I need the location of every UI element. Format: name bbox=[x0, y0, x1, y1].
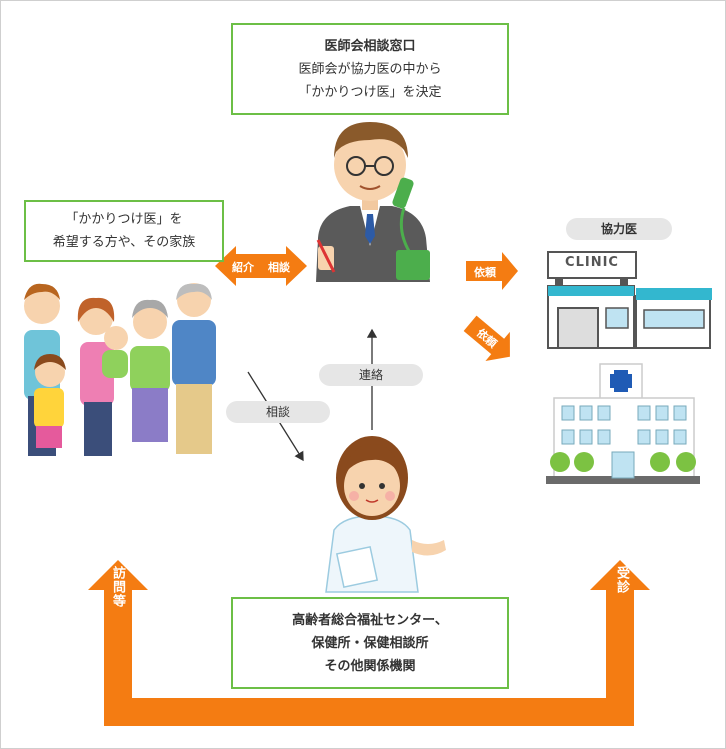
welfare-center-line2: 保健所・保健相談所 bbox=[311, 636, 429, 651]
medical-association-line1: 医師会が協力医の中から bbox=[298, 62, 442, 77]
renraku-pill: 連絡 bbox=[319, 364, 423, 386]
irai-label-1: 依頼 bbox=[474, 266, 496, 279]
double-arrow-shokai-sodan bbox=[215, 246, 307, 286]
welfare-center-line1: 高齢者総合福祉センター、 bbox=[292, 613, 448, 628]
doctor-illustration bbox=[316, 122, 430, 282]
medical-association-line2: 「かかりつけ医」を決定 bbox=[298, 85, 442, 100]
welfare-center-line3: その他関係機関 bbox=[324, 659, 416, 674]
sodan-arrow-label: 相談 bbox=[268, 261, 290, 274]
sodan-pill: 相談 bbox=[226, 401, 330, 423]
jushin-label: 受診 bbox=[614, 566, 629, 594]
u-arrow bbox=[88, 560, 650, 726]
homon-label: 訪問等 bbox=[110, 566, 125, 608]
family-illustration bbox=[24, 283, 216, 456]
arrow-irai-hospital bbox=[463, 315, 510, 361]
clinic-building bbox=[547, 251, 712, 349]
arrow-irai-clinic bbox=[466, 252, 518, 290]
family-box: 「かかりつけ医」を 希望する方や、その家族 bbox=[24, 200, 224, 262]
clinic-sign: CLINIC bbox=[565, 255, 619, 270]
medical-association-box: 医師会相談窓口 医師会が協力医の中から 「かかりつけ医」を決定 bbox=[231, 23, 509, 115]
family-box-line2: 希望する方や、その家族 bbox=[52, 235, 196, 250]
medical-association-title: 医師会相談窓口 bbox=[324, 39, 416, 54]
counselor-illustration bbox=[325, 436, 446, 593]
shokai-label: 紹介 bbox=[232, 261, 254, 274]
kyoryokui-pill: 協力医 bbox=[566, 218, 672, 240]
welfare-center-box: 高齢者総合福祉センター、 保健所・保健相談所 その他関係機関 bbox=[231, 597, 509, 689]
hospital-building bbox=[546, 363, 700, 484]
family-box-line1: 「かかりつけ医」を bbox=[65, 212, 183, 227]
